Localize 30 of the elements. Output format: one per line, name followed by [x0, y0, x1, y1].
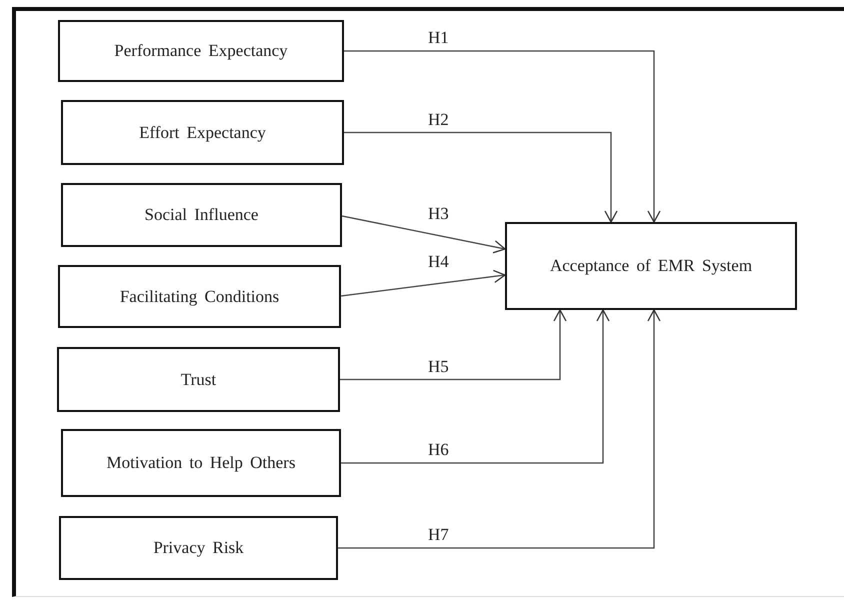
- outcome-box: [505, 222, 797, 310]
- node-label: Motivation to Help Others: [106, 453, 296, 473]
- construct-box: [58, 20, 344, 82]
- arrow: [342, 215, 506, 254]
- construct-box: [61, 183, 342, 247]
- edge-label: H7: [428, 526, 449, 544]
- construct-box: [59, 516, 338, 580]
- node-label: Trust: [180, 370, 216, 390]
- node-label: Facilitating Conditions: [120, 286, 280, 306]
- construct-box: [58, 265, 341, 328]
- arrow: [340, 270, 506, 297]
- edge-label: H1: [428, 29, 449, 47]
- arrow: [340, 309, 567, 380]
- node-label: Effort Expectancy: [139, 122, 266, 142]
- arrow: [341, 309, 610, 464]
- arrow: [344, 50, 661, 223]
- construct-box: [61, 429, 341, 497]
- node-label: Social Influence: [144, 205, 258, 225]
- construct-box: [57, 347, 340, 412]
- construct-box: [61, 100, 344, 165]
- edge-label: H2: [428, 110, 449, 128]
- edge-label: H6: [428, 441, 449, 459]
- edge-label: H4: [428, 253, 449, 271]
- node-label: Privacy Risk: [153, 538, 244, 558]
- arrow: [338, 309, 661, 549]
- edge-label: H5: [428, 358, 449, 376]
- edge-label: H3: [428, 205, 449, 223]
- arrow: [344, 132, 618, 223]
- node-label: Performance Expectancy: [114, 41, 288, 61]
- node-label: Acceptance of EMR System: [550, 256, 752, 276]
